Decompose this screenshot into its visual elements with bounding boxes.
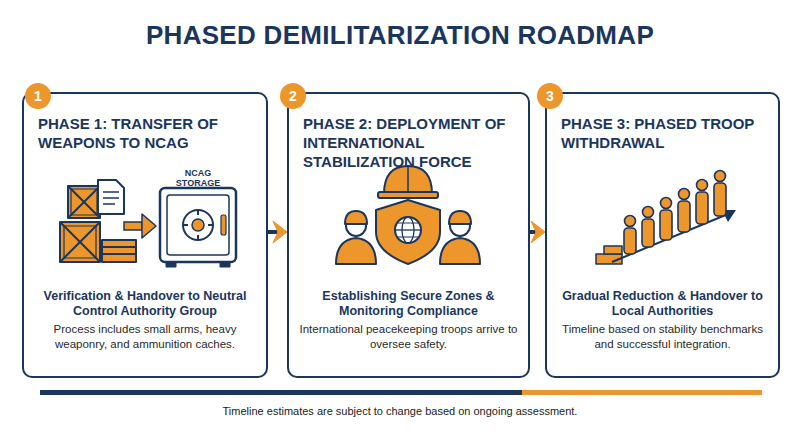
phase-description: Timeline based on stability benchmarks a… <box>557 322 768 352</box>
phase-subheading: Gradual Reduction & Handover to Local Au… <box>557 289 768 319</box>
flow-arrow <box>268 221 287 243</box>
phase-description: International peacekeeping troops arrive… <box>299 322 518 352</box>
phase-card: PHASE 2: DEPLOYMENT OF INTERNATIONAL STA… <box>287 92 530 378</box>
storage-label: NCAG STORAGE <box>163 168 233 188</box>
diagram-caption: Timeline estimates are subject to change… <box>0 405 800 417</box>
phase-description: Process includes small arms, heavy weapo… <box>34 322 256 352</box>
phase-heading: PHASE 3: PHASED TROOP WITHDRAWAL <box>561 114 766 152</box>
phase-card: PHASE 3: PHASED TROOP WITHDRAWAL Gradual … <box>545 92 780 378</box>
arrow-chevron <box>531 221 545 243</box>
phase-subheading: Verification & Handover to Neutral Contr… <box>34 289 256 319</box>
transfer-arrow <box>124 214 156 238</box>
arrow-shaft <box>530 230 537 234</box>
peacekeeper-icon <box>336 211 480 264</box>
callout-number: 2 <box>280 83 306 109</box>
phase-heading: PHASE 2: DEPLOYMENT OF INTERNATIONAL STA… <box>303 114 516 171</box>
document-icon <box>98 180 124 214</box>
timeline-bar <box>40 390 762 395</box>
steps-icon <box>596 246 622 264</box>
troop-figures <box>624 171 726 255</box>
shield-globe-icon <box>376 200 440 264</box>
rising-arrow <box>612 210 736 262</box>
arrow-shaft <box>268 230 279 234</box>
phase-subheading: Establishing Secure Zones & Monitoring C… <box>299 289 518 319</box>
callout-number: 3 <box>537 83 563 109</box>
phase-heading: PHASE 1: TRANSFER OF WEAPONS TO NCAG <box>38 114 254 152</box>
flow-arrow <box>530 221 545 243</box>
callout-number: 1 <box>25 83 51 109</box>
helmet-icon <box>378 166 438 198</box>
crates-icon <box>60 186 136 262</box>
phase-card: PHASE 1: TRANSFER OF WEAPONS TO NCAG Veri… <box>22 92 268 378</box>
safe-icon <box>160 188 236 267</box>
arrow-chevron <box>273 221 287 243</box>
diagram-title: PHASED DEMILITARIZATION ROADMAP <box>0 20 800 51</box>
